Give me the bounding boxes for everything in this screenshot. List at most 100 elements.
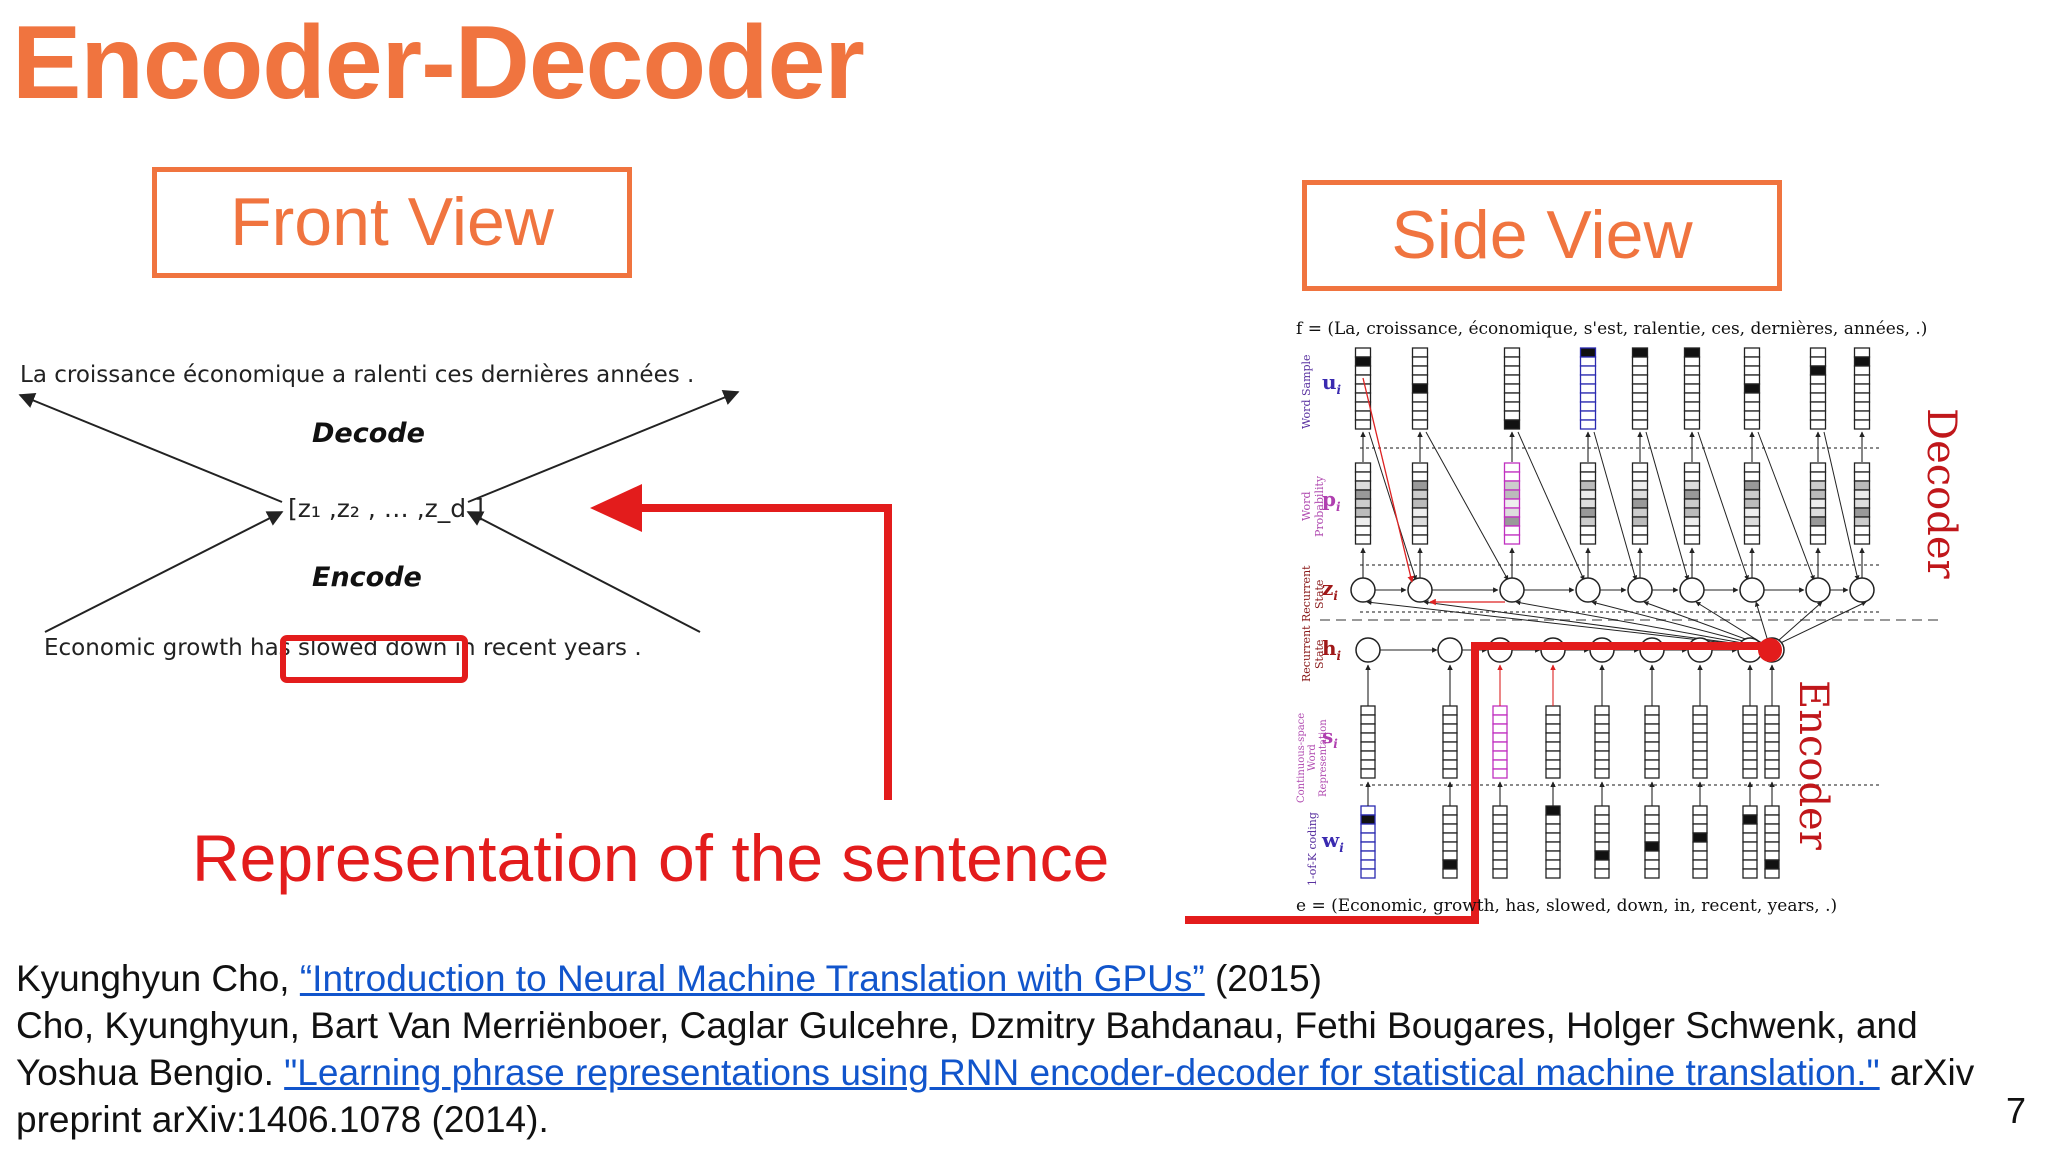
- embedding-column: [1360, 705, 1376, 716]
- one-hot-column: [1692, 868, 1708, 879]
- one-hot-column: [1360, 805, 1376, 816]
- sample-column: [1411, 365, 1429, 376]
- embedding-column: [1442, 714, 1458, 725]
- one-hot-column: [1594, 868, 1610, 879]
- sample-column: [1411, 392, 1429, 403]
- embedding-column: [1764, 759, 1780, 770]
- probability-column: [1411, 462, 1429, 473]
- embedding-column: [1492, 723, 1508, 734]
- probability-column: [1683, 480, 1701, 491]
- reference-2: Cho, Kyunghyun, Bart Van Merriënboer, Ca…: [16, 1002, 1976, 1143]
- embedding-column: [1644, 705, 1660, 716]
- one-hot-column: [1692, 823, 1708, 834]
- embedding-column: [1545, 750, 1561, 761]
- slide-title: Encoder-Decoder: [12, 5, 865, 121]
- decoder-state-node: [1805, 577, 1831, 603]
- page-number: 7: [2005, 1090, 2026, 1131]
- sample-column: [1411, 383, 1429, 394]
- probability-column: [1853, 534, 1871, 545]
- embedding-column: [1442, 732, 1458, 743]
- one-hot-column: [1692, 832, 1708, 843]
- probability-column: [1743, 516, 1761, 527]
- embedding-column: [1764, 705, 1780, 716]
- probability-column: [1354, 480, 1372, 491]
- sample-column: [1579, 392, 1597, 403]
- embedding-column: [1764, 723, 1780, 734]
- probability-column: [1579, 498, 1597, 509]
- embedding-column: [1742, 750, 1758, 761]
- one-hot-column: [1442, 814, 1458, 825]
- var-w: wi: [1322, 828, 1344, 855]
- sample-column: [1411, 401, 1429, 412]
- one-hot-column: [1360, 859, 1376, 870]
- one-hot-column: [1360, 814, 1376, 825]
- embedding-column: [1442, 705, 1458, 716]
- one-hot-column: [1492, 823, 1508, 834]
- sample-column: [1683, 383, 1701, 394]
- embedding-column: [1442, 759, 1458, 770]
- one-hot-column: [1492, 814, 1508, 825]
- embedding-column: [1492, 741, 1508, 752]
- embedding-column: [1692, 705, 1708, 716]
- probability-column: [1503, 507, 1521, 518]
- feedback-arrow: [1593, 431, 1638, 581]
- probability-column: [1743, 480, 1761, 491]
- one-hot-column: [1594, 823, 1610, 834]
- probability-column: [1411, 489, 1429, 500]
- sample-column: [1503, 392, 1521, 403]
- sample-column: [1631, 401, 1649, 412]
- probability-column: [1503, 480, 1521, 491]
- one-hot-column: [1644, 814, 1660, 825]
- embedding-column: [1492, 705, 1508, 716]
- embedding-column: [1594, 750, 1610, 761]
- sample-column: [1631, 392, 1649, 403]
- probability-column: [1354, 534, 1372, 545]
- one-hot-column: [1492, 850, 1508, 861]
- front-view-arrows: [18, 390, 740, 633]
- probability-column: [1631, 471, 1649, 482]
- probability-column: [1579, 507, 1597, 518]
- encoder-trace-line: [1185, 642, 1768, 924]
- one-hot-column: [1644, 805, 1660, 816]
- ref1-link[interactable]: “Introduction to Neural Machine Translat…: [299, 958, 1205, 999]
- probability-column: [1354, 471, 1372, 482]
- ref2-link[interactable]: "Learning phrase representations using R…: [284, 1052, 1880, 1093]
- embedding-column: [1644, 741, 1660, 752]
- probability-column: [1579, 489, 1597, 500]
- sample-column: [1683, 401, 1701, 412]
- probability-column: [1411, 480, 1429, 491]
- embedding-column: [1442, 723, 1458, 734]
- sample-column: [1579, 401, 1597, 412]
- one-hot-column: [1545, 850, 1561, 861]
- embedding-column: [1764, 714, 1780, 725]
- probability-column: [1809, 525, 1827, 536]
- probability-column: [1631, 489, 1649, 500]
- var-h: hi: [1322, 636, 1342, 663]
- sample-column: [1853, 347, 1871, 358]
- probability-column: [1683, 507, 1701, 518]
- decoder-state-node: [1849, 577, 1875, 603]
- probability-column: [1853, 471, 1871, 482]
- probability-column: [1411, 525, 1429, 536]
- feedback-arrow: [1757, 431, 1815, 581]
- embedding-column: [1692, 723, 1708, 734]
- e-sequence: e = (Economic, growth, has, slowed, down…: [1296, 896, 1838, 916]
- probability-column: [1631, 498, 1649, 509]
- one-hot-column: [1692, 850, 1708, 861]
- probability-column: [1743, 471, 1761, 482]
- probability-column: [1743, 462, 1761, 473]
- embedding-column: [1692, 741, 1708, 752]
- embedding-column: [1692, 750, 1708, 761]
- embedding-column: [1492, 714, 1508, 725]
- probability-column: [1683, 534, 1701, 545]
- probability-column: [1809, 498, 1827, 509]
- one-hot-column: [1742, 805, 1758, 816]
- sample-column: [1683, 419, 1701, 430]
- one-hot-column: [1764, 850, 1780, 861]
- embedding-column: [1442, 750, 1458, 761]
- embedding-column: [1492, 750, 1508, 761]
- one-hot-column: [1644, 823, 1660, 834]
- context-arrow: [1769, 601, 1867, 649]
- one-hot-column: [1492, 868, 1508, 879]
- sample-column: [1354, 383, 1372, 394]
